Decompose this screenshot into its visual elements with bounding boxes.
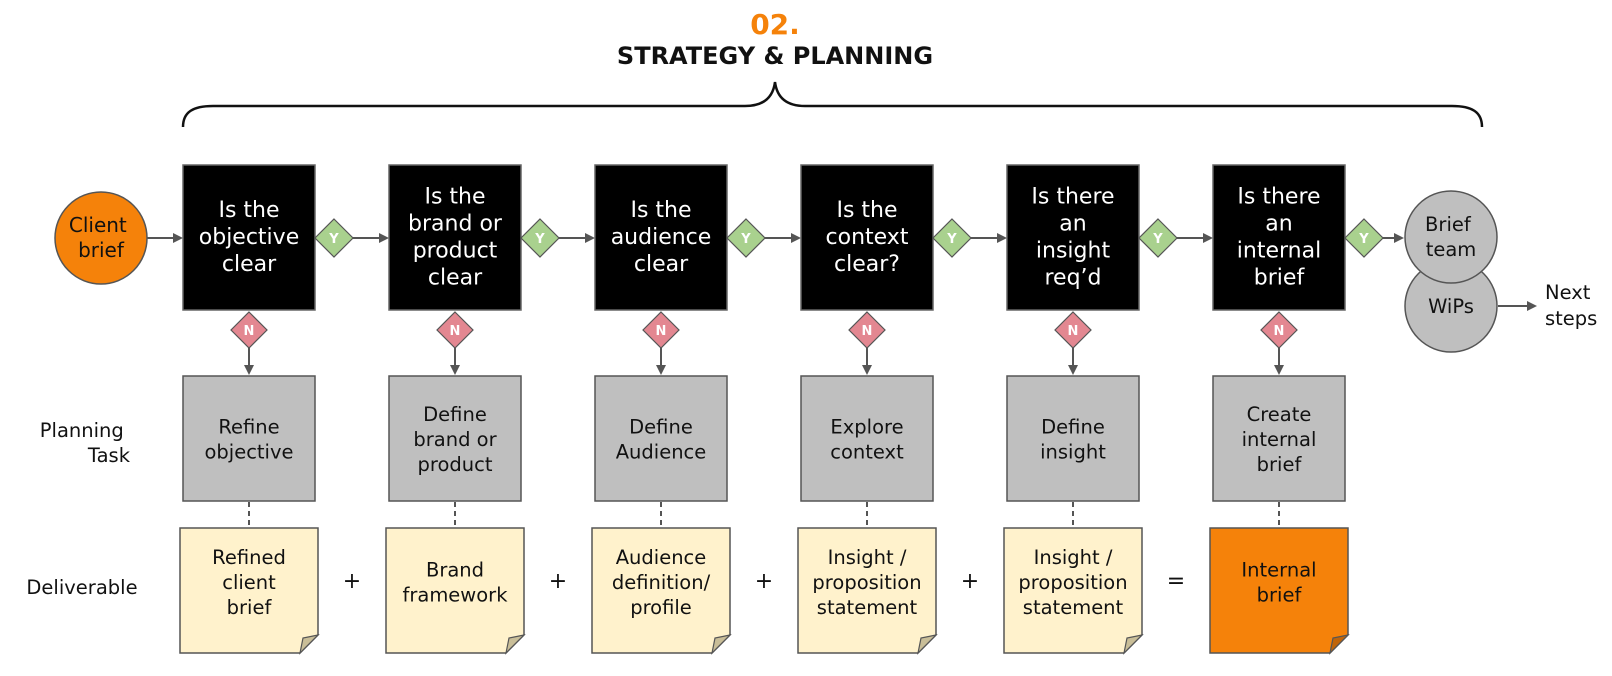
yes-diamond — [932, 218, 972, 258]
deliverable-operator: + — [961, 569, 979, 594]
deliverable-operator: + — [549, 569, 567, 594]
question-box — [1006, 164, 1140, 311]
task-box — [1212, 375, 1346, 502]
deliverable-operator: = — [1167, 569, 1185, 594]
deliverable-fold — [711, 634, 732, 655]
yes-diamond — [1344, 218, 1384, 258]
yes-label: Y — [1358, 232, 1369, 247]
deliverable-fold — [917, 634, 938, 655]
yes-label: Y — [1152, 232, 1163, 247]
yes-label: Y — [534, 232, 545, 247]
brief-team-node: Brief team — [1404, 190, 1498, 284]
question-box — [182, 164, 316, 311]
yes-diamond — [314, 218, 354, 258]
no-label: N — [656, 324, 667, 339]
deliverable-fold — [505, 634, 526, 655]
client-brief-node: Client brief — [54, 191, 148, 285]
no-label: N — [244, 324, 255, 339]
yes-diamond — [520, 218, 560, 258]
wips-node: WiPs — [1404, 259, 1498, 353]
question-box — [388, 164, 522, 311]
yes-diamond — [726, 218, 766, 258]
deliverable-operator: + — [343, 569, 361, 594]
section-number: 02. — [750, 8, 800, 41]
task-box — [388, 375, 522, 502]
yes-label: Y — [740, 232, 751, 247]
question-box — [1212, 164, 1346, 311]
svg-text:Brief team: Brief team — [1425, 213, 1477, 261]
yes-label: Y — [946, 232, 957, 247]
svg-text:Client brief: Client brief — [69, 213, 133, 262]
svg-text:WiPs: WiPs — [1428, 295, 1474, 318]
section-brace — [181, 81, 1484, 128]
section-title: STRATEGY & PLANNING — [617, 42, 933, 70]
task-box — [182, 375, 316, 502]
deliverable-fold — [299, 634, 320, 655]
no-label: N — [1274, 324, 1285, 339]
task-box — [594, 375, 728, 502]
task-box — [1006, 375, 1140, 502]
deliverable-operator: + — [755, 569, 773, 594]
no-label: N — [450, 324, 461, 339]
question-box — [594, 164, 728, 311]
yes-diamond — [1138, 218, 1178, 258]
next-steps-label: Next steps — [1545, 281, 1597, 330]
yes-label: Y — [328, 232, 339, 247]
deliverable-fold — [1123, 634, 1144, 655]
no-label: N — [862, 324, 873, 339]
row-label-planning-task: Planning Task — [40, 419, 131, 467]
task-box — [800, 375, 934, 502]
question-box — [800, 164, 934, 311]
row-label-deliverable: Deliverable — [26, 576, 137, 599]
no-label: N — [1068, 324, 1079, 339]
deliverable-fold — [1329, 634, 1350, 655]
